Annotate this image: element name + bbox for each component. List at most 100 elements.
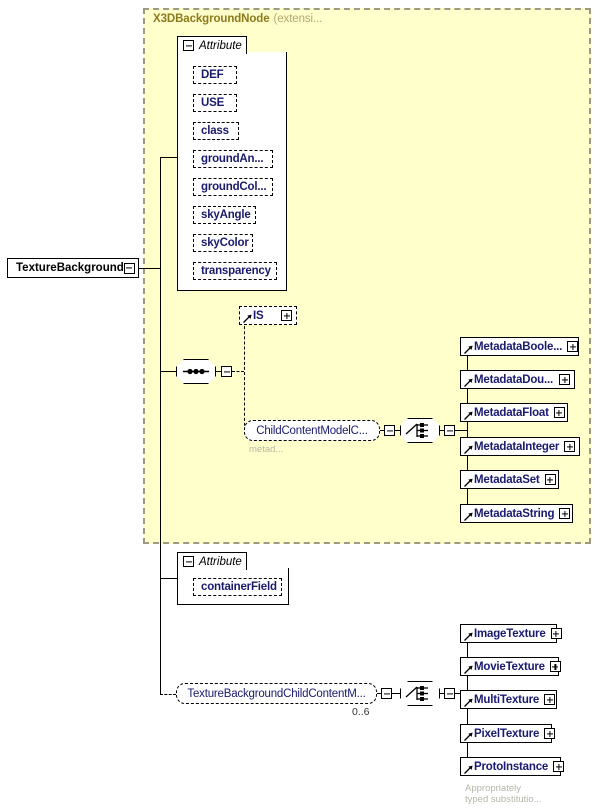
element-metadatastring-expand-toggle[interactable] [559, 508, 571, 519]
extension-group-title: X3DBackgroundNode(extensi... [153, 13, 322, 25]
childcontentmodel-to-choice [395, 430, 400, 431]
element-protoinstance-label: ProtoInstance [474, 760, 549, 773]
metadata-fanout-stub [455, 430, 467, 431]
substitution-arrow-icon [464, 665, 473, 674]
choice-icon [405, 423, 428, 438]
attribute-use[interactable]: USE [193, 94, 237, 112]
sequence-icon [183, 368, 209, 375]
element-pixeltexture-label: PixelTexture [474, 727, 540, 740]
attribute-transparency-label: transparency [201, 265, 271, 277]
attribute-group-primary-toggle[interactable] [183, 40, 194, 51]
attribute-transparency[interactable]: transparency [193, 262, 277, 280]
attribute-groundcolor[interactable]: groundCol... [193, 178, 273, 196]
element-multitexture[interactable]: MultiTexture [460, 690, 557, 709]
attribute-skycolor[interactable]: skyColor [193, 234, 253, 252]
element-movietexture-label: MovieTexture [474, 660, 545, 673]
substitution-arrow-icon [464, 411, 473, 420]
element-metadatafloat-label: MetadataFloat [474, 406, 549, 419]
element-metadatastring-label: MetadataString [474, 507, 555, 520]
root-element-label: TextureBackground [16, 262, 124, 274]
texture-reference-collapse-toggle[interactable] [381, 688, 392, 699]
element-metadataset-expand-toggle[interactable] [544, 474, 556, 485]
attribute-group-secondary-toggle[interactable] [183, 556, 194, 567]
attribute-use-label: USE [201, 97, 225, 109]
element-imagetexture-expand-toggle[interactable] [550, 628, 562, 639]
element-is-label: IS [253, 309, 264, 322]
sequence-collapse-toggle[interactable] [221, 366, 232, 377]
texture-branch-h [160, 694, 176, 695]
element-metadatainteger-expand-toggle[interactable] [564, 441, 576, 452]
element-metadataboolean-label: MetadataBoole... [474, 340, 563, 353]
metadata-choice-collapse-toggle[interactable] [444, 425, 455, 436]
texture-choice-compositor[interactable] [400, 681, 440, 706]
element-protoinstance[interactable]: ProtoInstance [460, 757, 565, 776]
attribute-group-primary-label: Attribute [199, 39, 242, 52]
substitution-arrow-icon [464, 345, 473, 354]
texture-choice-collapse-toggle[interactable] [444, 688, 455, 699]
sequence-fanout-stub [232, 371, 244, 372]
attribute-group-secondary-tab[interactable]: Attribute [177, 552, 247, 570]
element-protoinstance-expand-toggle[interactable] [553, 761, 565, 772]
element-is-expand-toggle[interactable] [281, 310, 292, 321]
attribute-groundangle-label: groundAn... [201, 153, 264, 165]
element-movietexture-expand-toggle[interactable] [549, 661, 561, 672]
reference-texturebackgroundchildcontentmodel[interactable]: TextureBackgroundChildContentM... [176, 683, 377, 704]
metadata-choice-compositor[interactable] [400, 418, 440, 443]
element-movietexture[interactable]: MovieTexture [460, 657, 561, 676]
element-metadatainteger[interactable]: MetadataInteger [460, 437, 580, 456]
attribute-class[interactable]: class [193, 122, 239, 140]
sequence-connector [160, 371, 176, 372]
element-is[interactable]: IS [239, 306, 297, 325]
element-imagetexture-label: ImageTexture [474, 627, 546, 640]
element-metadatadouble-expand-toggle[interactable] [559, 374, 570, 385]
element-metadataset[interactable]: MetadataSet [460, 470, 559, 489]
element-pixeltexture[interactable]: PixelTexture [460, 724, 556, 743]
attribute-groundcolor-label: groundCol... [201, 181, 267, 193]
attribute-containerfield[interactable]: containerField [193, 578, 282, 596]
attribute-group-primary [177, 52, 287, 291]
element-metadatainteger-label: MetadataInteger [474, 440, 560, 453]
extension-group-suffix: (extensi... [273, 13, 323, 25]
root-connector-h [139, 268, 161, 269]
extension-group-name: X3DBackgroundNode [153, 13, 270, 25]
element-pixeltexture-expand-toggle[interactable] [544, 728, 556, 739]
element-metadatafloat[interactable]: MetadataFloat [460, 403, 568, 422]
attribute-skyangle[interactable]: skyAngle [193, 206, 256, 224]
attribute-skyangle-label: skyAngle [201, 209, 251, 221]
attribute-tab-seam-primary [178, 52, 246, 54]
root-element-texturebackground[interactable]: TextureBackground [7, 258, 139, 278]
element-metadataboolean-expand-toggle[interactable] [567, 341, 579, 352]
texture-reference-to-choice [392, 693, 400, 694]
childcontentmodel-collapse-toggle[interactable] [384, 425, 395, 436]
element-multitexture-label: MultiTexture [474, 693, 540, 706]
sequence-compositor[interactable] [176, 359, 216, 384]
attrgroup2-connector [160, 578, 178, 579]
root-collapse-toggle[interactable] [123, 262, 135, 274]
element-metadatadouble[interactable]: MetadataDou... [460, 370, 575, 389]
reference-childcontentmodel[interactable]: ChildContentModelC... [244, 420, 380, 441]
substitution-arrow-icon [464, 378, 473, 387]
sequence-fanout-spine [244, 316, 245, 431]
attribute-def[interactable]: DEF [193, 66, 237, 84]
attribute-containerfield-label: containerField [201, 581, 277, 593]
attrgroup1-connector [160, 157, 178, 158]
substitution-arrow-icon [464, 632, 473, 641]
substitution-arrow-icon [464, 445, 473, 454]
element-metadataboolean[interactable]: MetadataBoole... [460, 337, 579, 356]
attribute-group-primary-tab[interactable]: Attribute [177, 36, 247, 54]
element-imagetexture[interactable]: ImageTexture [460, 624, 562, 643]
root-spine-v [160, 157, 161, 692]
substitution-arrow-icon [464, 765, 473, 774]
choice-icon [405, 686, 428, 701]
childcontentmodel-toggle-connector [380, 430, 385, 431]
element-multitexture-expand-toggle[interactable] [544, 694, 556, 705]
attribute-def-label: DEF [201, 69, 224, 81]
metadata-fanout-spine [467, 347, 468, 514]
reference-texturebackgroundchildcontentmodel-label: TextureBackgroundChildContentM... [187, 687, 366, 700]
element-metadatastring[interactable]: MetadataString [460, 504, 573, 523]
reference-childcontentmodel-label: ChildContentModelC... [256, 424, 368, 437]
substitution-arrow-icon [464, 698, 473, 707]
element-metadatafloat-expand-toggle[interactable] [553, 407, 565, 418]
attribute-groundangle[interactable]: groundAn... [193, 150, 273, 168]
substitution-arrow-icon [464, 732, 473, 741]
